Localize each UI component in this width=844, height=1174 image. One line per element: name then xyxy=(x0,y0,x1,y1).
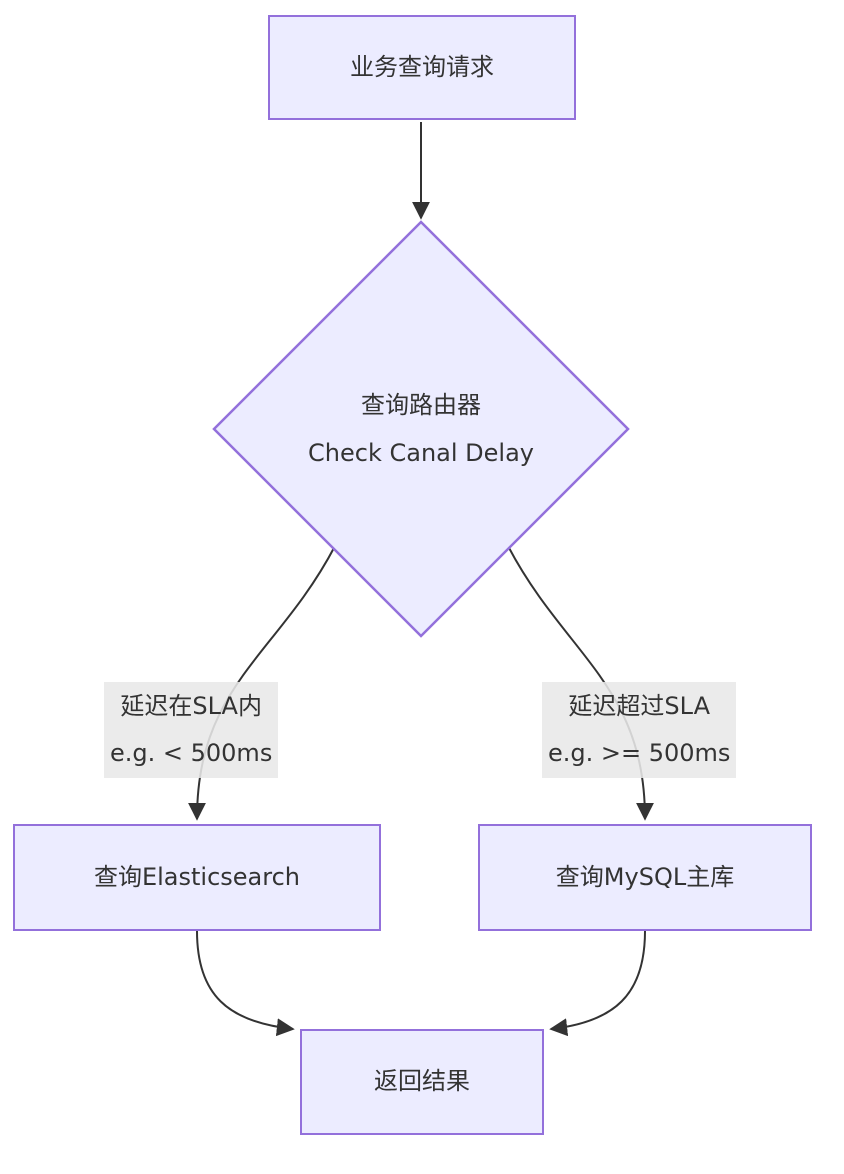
edge-label-sla-within: 延迟在SLA内 e.g. < 500ms xyxy=(104,682,279,778)
edge-mysql-to-result xyxy=(549,930,646,1037)
node-elasticsearch-label: 查询Elasticsearch xyxy=(93,862,301,891)
node-start-label: 业务查询请求 xyxy=(350,52,494,81)
node-router-label: 查询路由器 Check Canal Delay xyxy=(281,381,561,477)
node-result-label: 返回结果 xyxy=(374,1067,470,1096)
node-router-label-line1: 查询路由器 xyxy=(361,391,481,419)
node-mysql-label: 查询MySQL主库 xyxy=(555,862,735,891)
node-router-label-line2: Check Canal Delay xyxy=(308,439,534,467)
node-result: 返回结果 xyxy=(300,1029,544,1135)
edge-label-sla-exceeded-line1: 延迟超过SLA xyxy=(568,692,710,720)
node-mysql: 查询MySQL主库 xyxy=(478,824,812,931)
edge-es-to-result xyxy=(196,930,295,1037)
edge-label-sla-within-line2: e.g. < 500ms xyxy=(110,739,273,767)
edge-label-sla-exceeded-line2: e.g. >= 500ms xyxy=(548,739,731,767)
edge-label-sla-exceeded: 延迟超过SLA e.g. >= 500ms xyxy=(542,682,737,778)
node-router-diamond-shape xyxy=(212,220,630,638)
edge-label-sla-within-line1: 延迟在SLA内 xyxy=(120,692,262,720)
node-start: 业务查询请求 xyxy=(268,15,576,120)
node-elasticsearch: 查询Elasticsearch xyxy=(13,824,381,931)
